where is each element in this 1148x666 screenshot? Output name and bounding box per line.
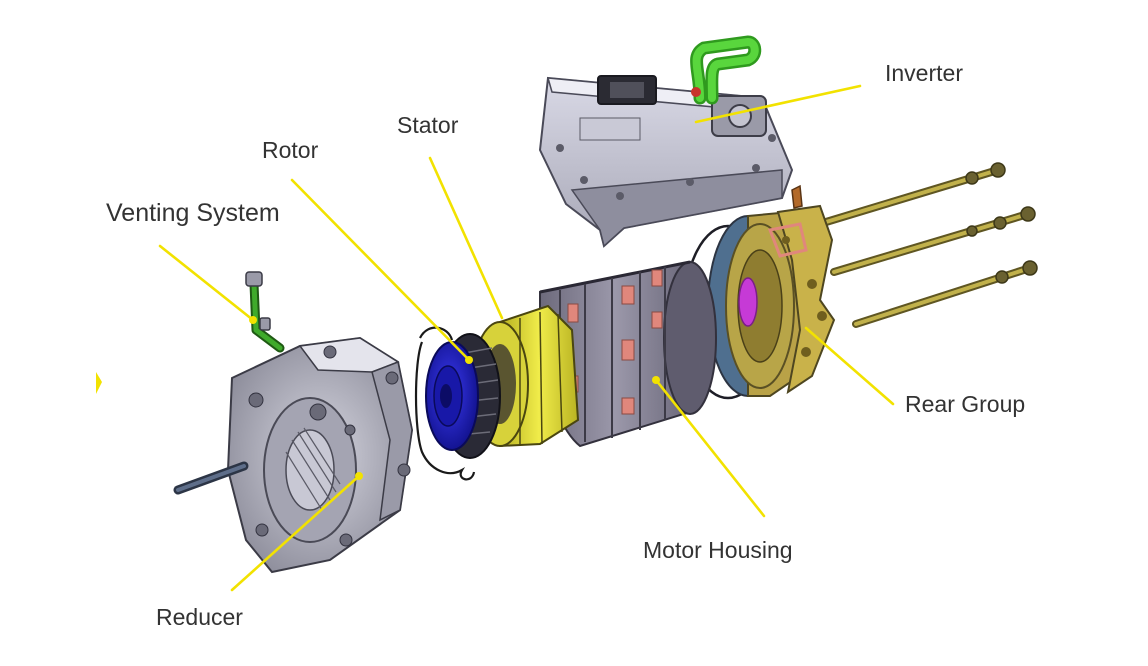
edge-fragment <box>96 372 102 394</box>
label-reducer: Reducer <box>156 604 243 630</box>
label-venting-system: Venting System <box>106 199 280 227</box>
label-motor-housing: Motor Housing <box>643 537 793 563</box>
label-inverter: Inverter <box>885 60 963 86</box>
tie-rods <box>822 162 1038 328</box>
inverter-part <box>538 35 794 248</box>
label-rotor: Rotor <box>262 137 319 163</box>
label-rear-group: Rear Group <box>905 391 1026 417</box>
label-stator: Stator <box>397 112 459 138</box>
reducer-part <box>173 336 414 574</box>
rotor-part <box>414 326 501 481</box>
rear-group-part <box>682 184 836 400</box>
leader-line-rotor <box>290 178 471 362</box>
venting-system-part <box>245 271 285 353</box>
leader-line-venting <box>158 244 255 322</box>
leader-line-rear-group <box>804 326 895 406</box>
leader-line-motor-housing <box>654 378 766 518</box>
leader-line-stator <box>428 156 504 320</box>
leader-lines <box>158 84 895 592</box>
leader-line-reducer <box>230 474 361 592</box>
leader-line-inverter <box>694 84 862 124</box>
